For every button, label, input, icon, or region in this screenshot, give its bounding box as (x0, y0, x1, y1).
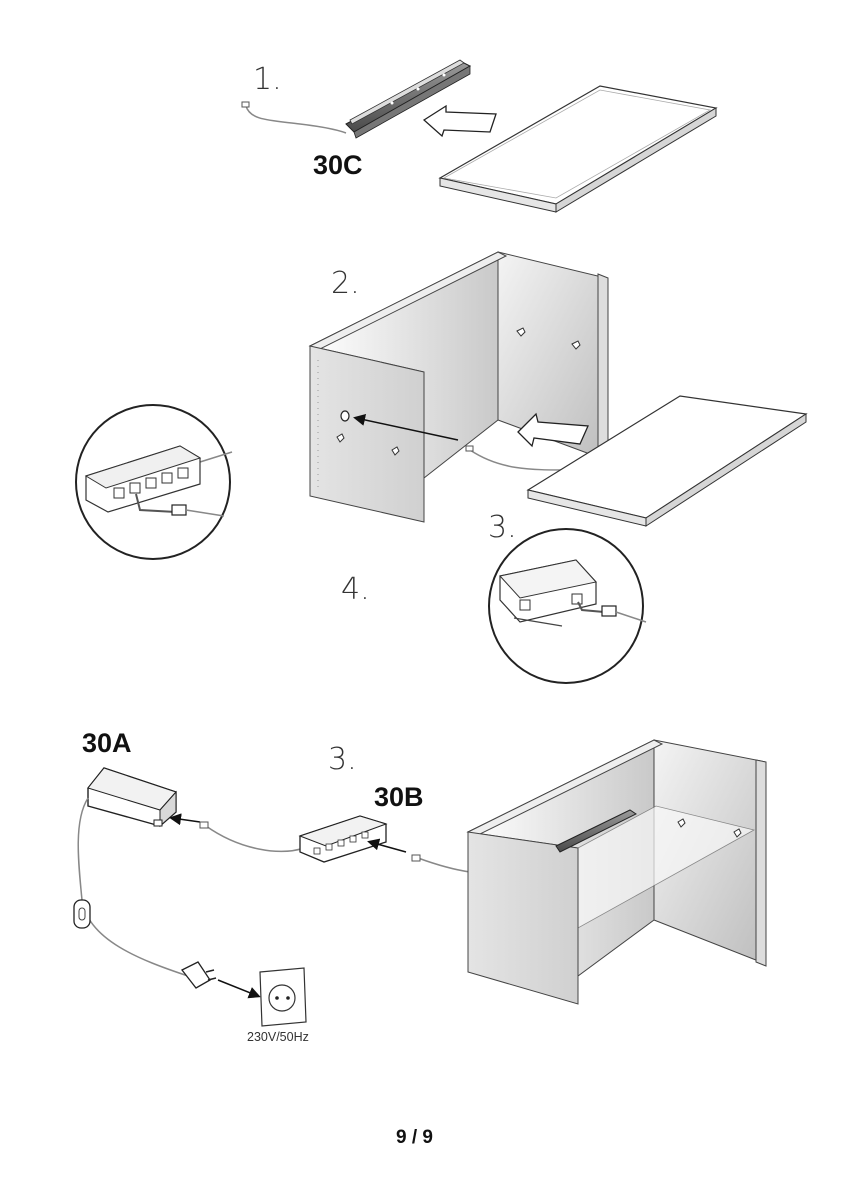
step1-illustration (241, 59, 718, 213)
page-number: 9 / 9 (396, 1127, 433, 1148)
power-adapter-30a (87, 767, 177, 828)
wall-socket (259, 967, 307, 1027)
zoom-detail-adapter (488, 528, 647, 684)
voltage-label: 230V/50Hz (247, 1030, 309, 1044)
zoom-detail-distributor (75, 404, 233, 560)
power-switch (73, 899, 91, 929)
step-4-label: 4. (341, 572, 370, 607)
step-1-label: 1. (253, 62, 282, 97)
step-3-label: 3. (488, 510, 517, 545)
step2-cabinet (308, 251, 808, 527)
cabinet-assembled (466, 739, 767, 1005)
distributor-arrow (367, 838, 407, 853)
cable-plug (241, 101, 250, 108)
distributor-30b (298, 815, 388, 863)
plug-arrow (217, 979, 261, 999)
insert-arrow-icon (422, 104, 497, 138)
insert-arrow-icon (517, 412, 589, 448)
step-2-label: 2. (331, 266, 360, 301)
cable-route-arrow (353, 414, 459, 441)
led-strip-30c (345, 59, 472, 139)
glass-shelf (526, 395, 808, 527)
part-label-30a: 30A (82, 728, 132, 758)
glass-shelf (438, 85, 718, 213)
part-label-30c: 30C (313, 150, 363, 180)
cable-hole (340, 410, 350, 422)
shelf-pin-icon (336, 327, 581, 456)
part-label-30b: 30B (374, 782, 424, 812)
power-plug (181, 961, 217, 989)
adapter-arrow (169, 813, 201, 826)
step-3-lower-label: 3. (328, 742, 357, 777)
led-cable (245, 105, 347, 134)
